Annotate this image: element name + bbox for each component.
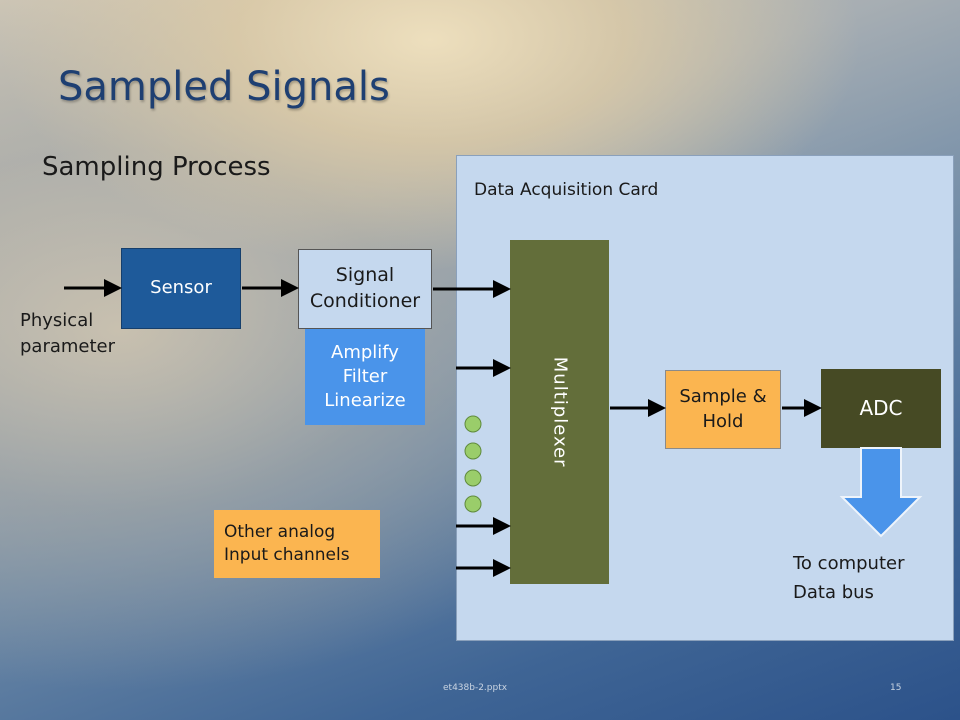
signal-conditioner-block: Signal Conditioner: [298, 249, 432, 329]
channel-dot: [464, 415, 482, 433]
conditioner-functions-block: Amplify Filter Linearize: [305, 329, 425, 425]
physical-parameter-label: Physical parameter: [20, 310, 116, 358]
channel-dot: [464, 495, 482, 513]
daq-card-label: Data Acquisition Card: [474, 180, 659, 200]
sensor-block: Sensor: [121, 248, 241, 329]
output-down-arrow-icon: [839, 447, 923, 538]
slide-title: Sampled Signals: [58, 64, 390, 110]
other-inputs-note: Other analog Input channels: [214, 510, 380, 578]
footer-page-number: 15: [890, 683, 902, 693]
footer-filename: et438b-2.pptx: [443, 683, 508, 693]
slide-subtitle: Sampling Process: [42, 152, 271, 182]
adc-block: ADC: [821, 369, 941, 448]
channel-dot: [464, 442, 482, 460]
computer-bus-label: To computer Data bus: [793, 553, 905, 603]
channel-dot: [464, 469, 482, 487]
multiplexer-block: Multiplexer: [510, 240, 609, 584]
sample-hold-block: Sample & Hold: [665, 370, 781, 449]
